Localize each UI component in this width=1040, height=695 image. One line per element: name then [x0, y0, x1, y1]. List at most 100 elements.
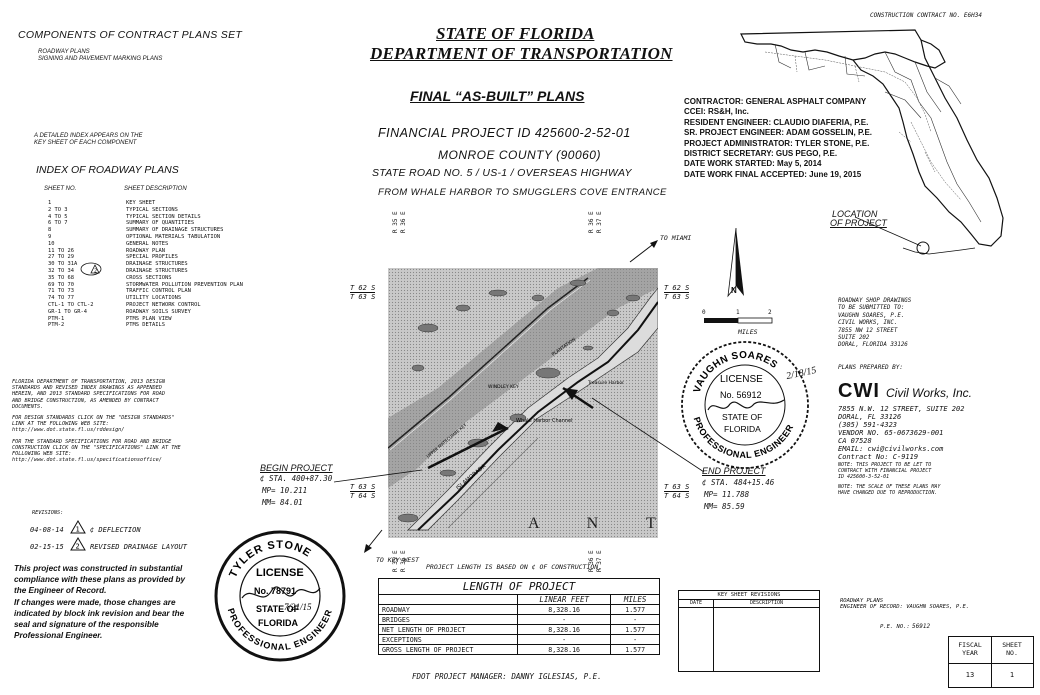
svg-text:WINDLEY KEY: WINDLEY KEY [488, 384, 519, 390]
state-road: STATE ROAD NO. 5 / US-1 / OVERSEAS HIGHW… [372, 167, 632, 179]
final-as-built-title: FINAL “AS-BUILT” PLANS [410, 88, 585, 104]
plans-prepared-by: PLANS PREPARED BY: [838, 364, 904, 371]
scale-bar [704, 317, 773, 324]
township-left-3: T 63 S [350, 483, 376, 492]
fiscal-year: 13 [965, 671, 975, 679]
project-manager: FDOT PROJECT MANAGER: DANNY IGLESIAS, P.… [412, 672, 602, 681]
range-top-right-2: R 37 E [596, 211, 603, 233]
range-top-right: R 36 E [588, 211, 595, 233]
end-mp: MP= 11.788 [704, 490, 750, 499]
svg-text:LICENSE: LICENSE [256, 567, 304, 579]
range-top-left-2: R 36 E [400, 211, 407, 233]
sheet-number: 1 [1009, 671, 1015, 679]
length-col-lf: LINEAR FEET [516, 594, 612, 605]
components-title: COMPONENTS OF CONTRACT PLANS SET [18, 29, 243, 41]
svg-text:2: 2 [94, 269, 97, 275]
township-right-3: T 63 S [664, 483, 690, 492]
township-left-2: T 63 S [350, 293, 376, 301]
revision-2-triangle-icon: 2 [70, 537, 86, 551]
scale-0: 0 [702, 309, 706, 316]
seal-right-vaughn-soares: VAUGHN SOARES PROFESSIONAL ENGINEER LICE… [681, 341, 809, 469]
key-sheet-revisions-box: KEY SHEET REVISIONS DATE DESCRIPTION [678, 590, 820, 672]
svg-text:7/21/15: 7/21/15 [284, 602, 312, 612]
scale-1: 1 [736, 309, 740, 316]
pe-number: 56912 [912, 623, 931, 630]
revision-2-desc: REVISED DRAINAGE LAYOUT [90, 543, 187, 551]
component-item-roadway: ROADWAY PLANS [38, 49, 90, 55]
svg-text:1: 1 [76, 526, 80, 534]
project-location-map: Whale Harbor Channel ISLAMORADA WINDLEY … [388, 268, 658, 538]
begin-leader [333, 469, 423, 483]
begin-project-title: BEGIN PROJECT [260, 463, 333, 473]
contract-number: CONSTRUCTION CONTRACT NO. E6H34 [870, 12, 982, 19]
length-col-mi: MILES [610, 594, 660, 605]
revision-1-date: 04-08-14 [30, 526, 64, 534]
index-note-2: KEY SHEET OF EACH COMPONENT [34, 140, 137, 146]
state-title: STATE OF FLORIDA [436, 24, 595, 43]
begin-mm: MM= 84.01 [262, 498, 303, 507]
svg-text:Treasure Harbor: Treasure Harbor [587, 380, 624, 386]
eor-line-2: ENGINEER OF RECORD: VAUGHN SOARES, P.E. [840, 604, 970, 610]
component-item-signing: SIGNING AND PAVEMENT MARKING PLANS [38, 56, 163, 62]
svg-text:2: 2 [76, 543, 80, 551]
county: MONROE COUNTY (90060) [438, 148, 601, 162]
length-table-title: LENGTH OF PROJECT [378, 578, 660, 595]
as-built-compliance-note: This project was constructed in substant… [14, 564, 186, 641]
seal-left-tyler-stone: TYLER STONE PROFESSIONAL ENGINEER LICENS… [214, 530, 346, 662]
svg-text:PROFESSIONAL ENGINEER: PROFESSIONAL ENGINEER [692, 416, 796, 460]
to-miami-label: TO MIAMI [660, 234, 692, 242]
township-left-1: T 62 S [350, 284, 376, 293]
range-top-left: R 35 E [392, 211, 399, 233]
standards-note: FLORIDA DEPARTMENT OF TRANSPORTATION, 20… [12, 379, 181, 464]
begin-mp: MP= 10.211 [262, 486, 308, 495]
township-right-1: T 62 S [664, 284, 690, 293]
end-station: ¢ STA. 484+15.46 [702, 478, 775, 487]
end-mm: MM= 85.59 [704, 502, 745, 511]
svg-text:FLORIDA: FLORIDA [724, 424, 761, 434]
revisions-title: REVISIONS: [32, 510, 64, 516]
table-row: EXCEPTIONS-- [378, 634, 660, 645]
scale-2: 2 [768, 309, 772, 316]
table-row: BRIDGES-- [378, 614, 660, 625]
svg-text:No. 56912: No. 56912 [720, 390, 762, 400]
svg-text:STATE OF: STATE OF [722, 412, 762, 422]
revision-triangle-icon: 2 [80, 262, 102, 276]
to-key-west-label: TO KEY WEST [376, 556, 420, 564]
index-col-sheet: SHEET NO. [44, 186, 77, 192]
north-label: N [731, 286, 737, 295]
project-limits: FROM WHALE HARBOR TO SMUGGLERS COVE ENTR… [378, 187, 667, 198]
township-right-4: T 64 S [664, 492, 690, 500]
eor-line-1: ROADWAY PLANS [840, 598, 884, 604]
revision-1-desc: ¢ DEFLECTION [90, 526, 141, 534]
scale-unit: MILES [738, 328, 758, 336]
project-length-note: PROJECT LENGTH IS BASED ON ¢ OF CONSTRUC… [426, 563, 603, 571]
svg-text:LICENSE: LICENSE [720, 374, 763, 385]
florida-location-map [740, 29, 1004, 255]
svg-text:Whale Harbor Channel: Whale Harbor Channel [516, 418, 573, 424]
to-miami-arrow-icon [629, 240, 658, 263]
